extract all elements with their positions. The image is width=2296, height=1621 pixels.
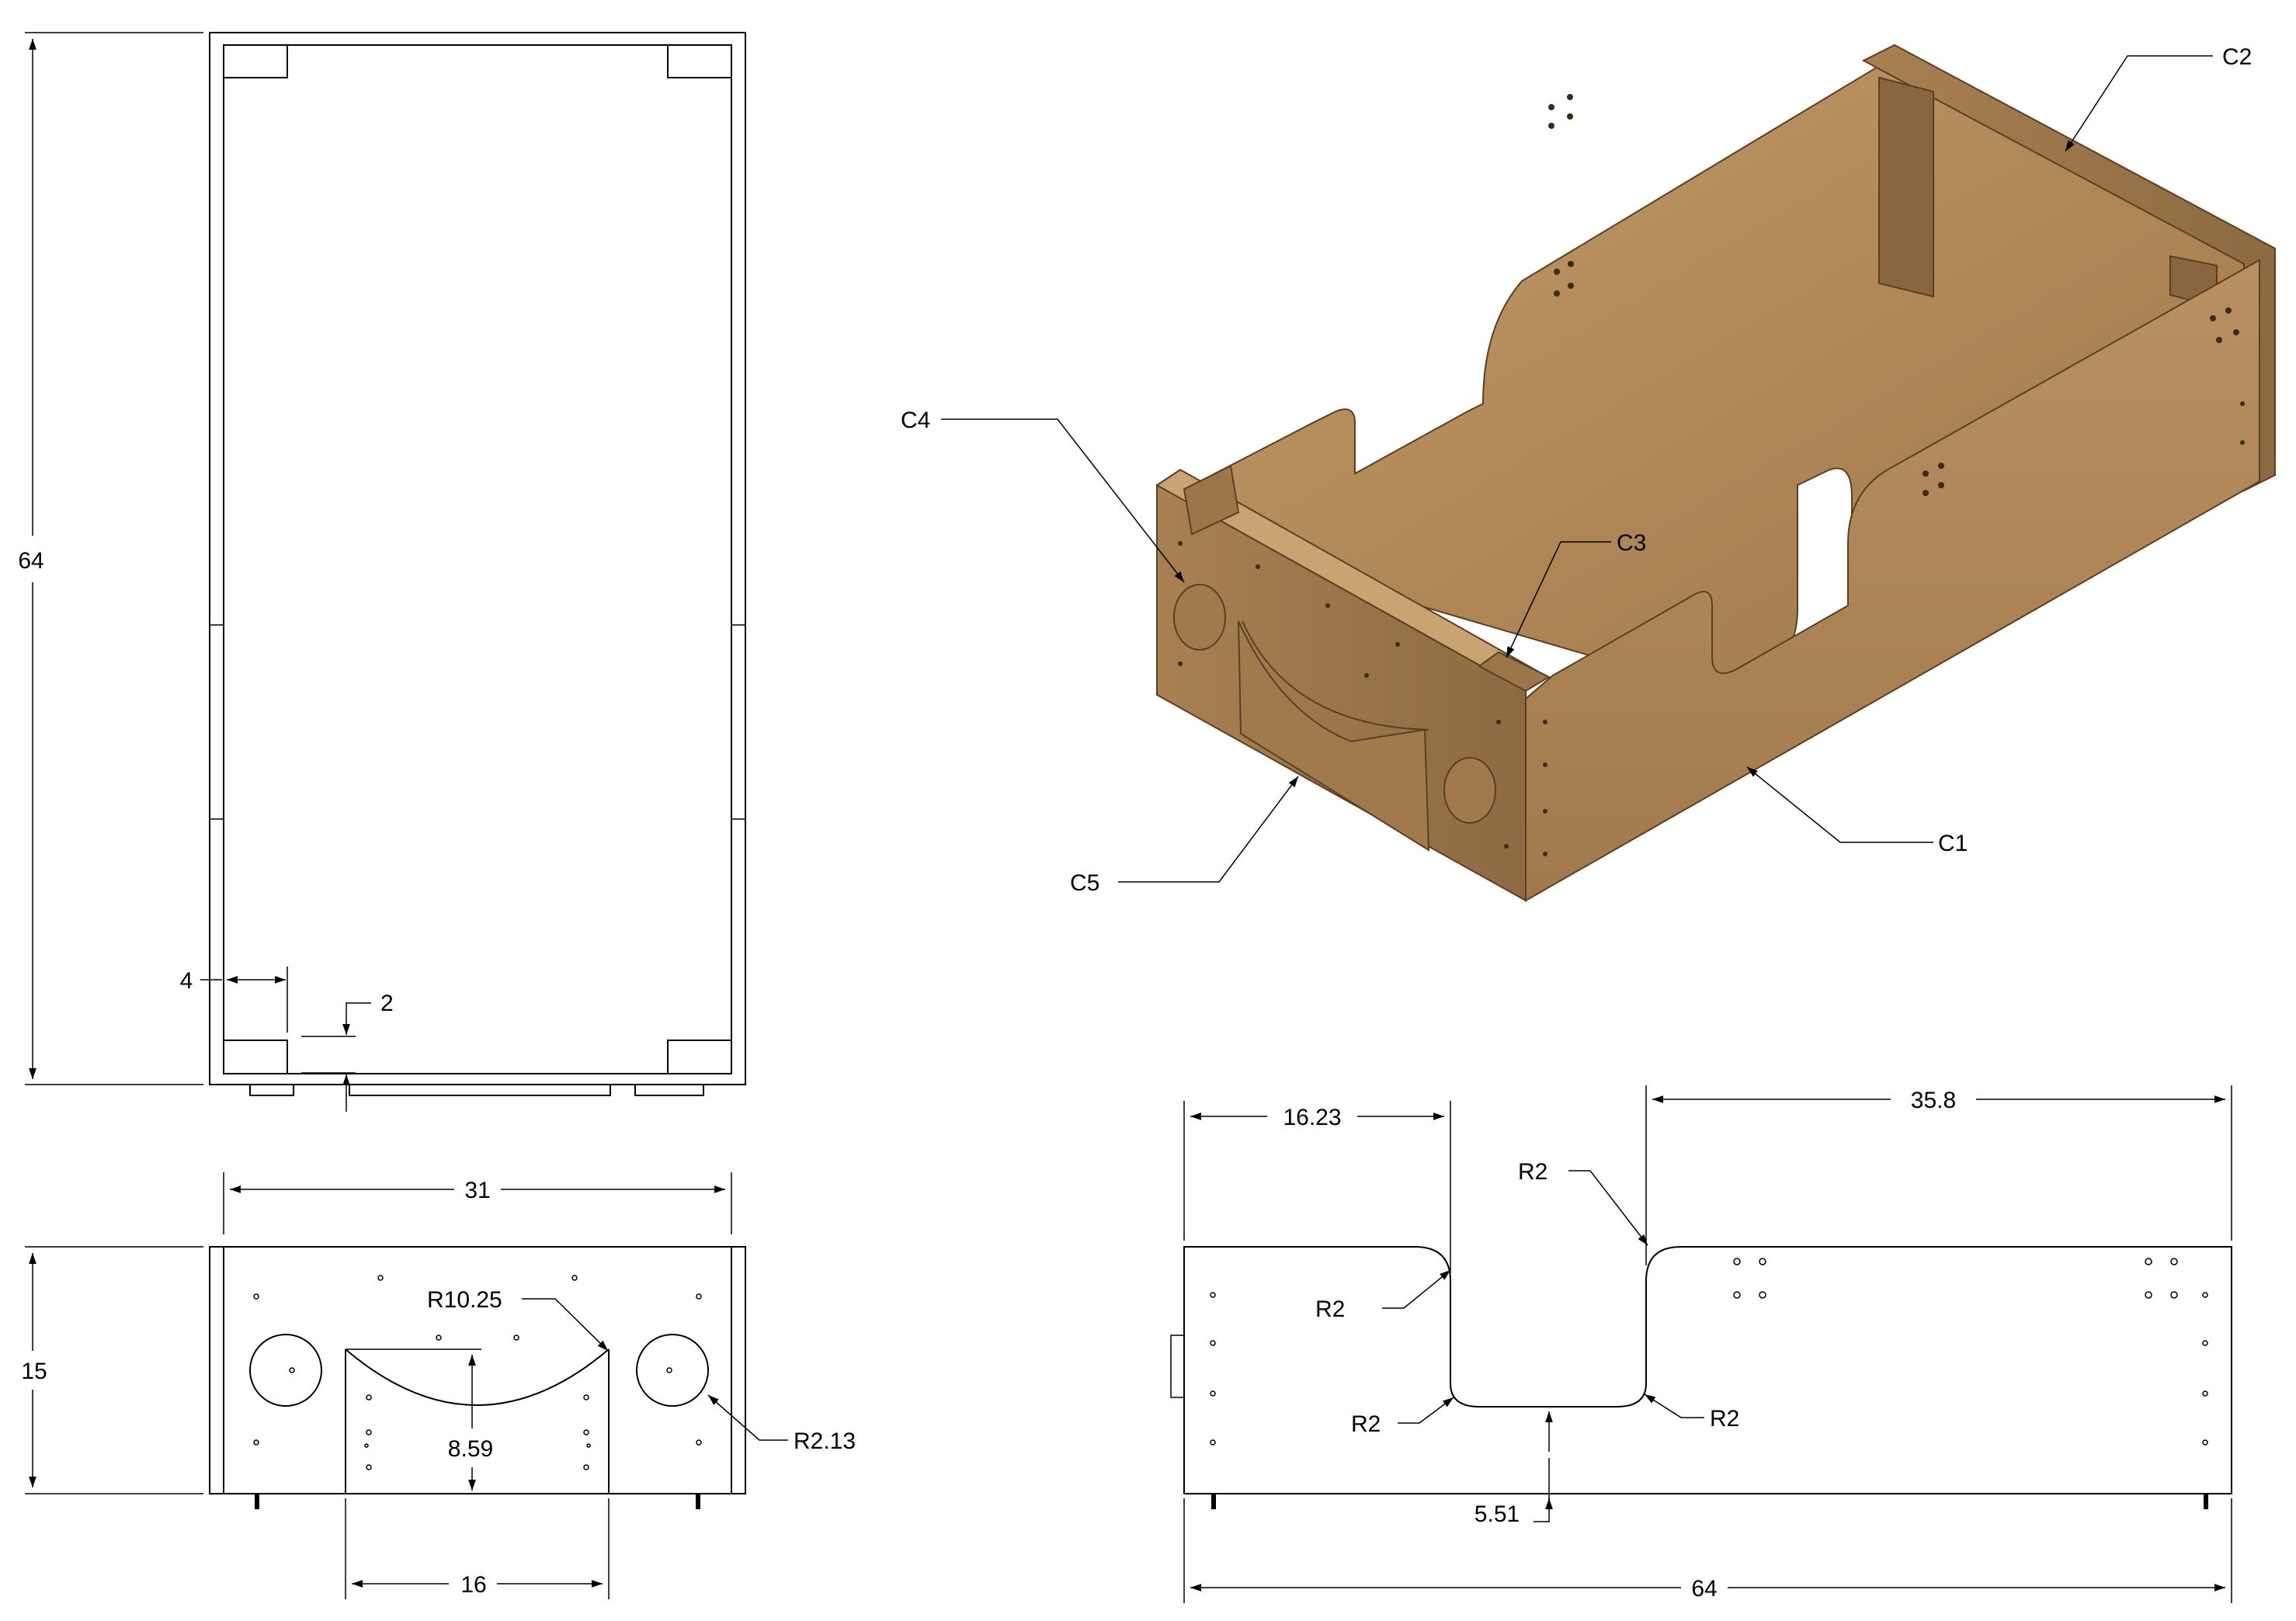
corner-block	[223, 1040, 288, 1074]
corner-post	[1878, 76, 1934, 298]
right-offset-label: 35.8	[1911, 1088, 1956, 1113]
callout-c5: C5	[1070, 870, 1099, 896]
side-block	[1170, 1335, 1185, 1398]
notch-depth-label: 5.51	[1475, 1501, 1520, 1527]
round-hole	[1173, 584, 1226, 651]
top-view-inner-outline	[223, 44, 732, 1074]
front-view: 31 15 R10.25 8.59 R2.13 16	[21, 1172, 856, 1599]
cutout-width-label: 16	[460, 1572, 486, 1598]
overall-length-label: 64	[1691, 1576, 1717, 1602]
top-view: 64 4 2	[18, 32, 746, 1112]
top-view-outline	[209, 32, 746, 1085]
front-width-dim: 31	[464, 1178, 490, 1203]
fillet-radius-label: R2	[1518, 1159, 1547, 1185]
fillet-radius-label: R2	[1315, 1296, 1345, 1322]
front-height-dim: 15	[21, 1359, 47, 1384]
arc-plate	[1238, 620, 1430, 852]
top-height-dim: 64	[18, 548, 43, 574]
callout-c2: C2	[2222, 44, 2252, 70]
callout-c4: C4	[901, 408, 930, 433]
corner-block	[667, 1040, 732, 1074]
front-panel	[1525, 259, 2260, 902]
front-view-outline	[209, 1246, 746, 1494]
foot	[634, 1084, 704, 1096]
callout-c1: C1	[1938, 831, 1968, 856]
callout-c3: C3	[1617, 530, 1646, 556]
left-offset-label: 16.23	[1283, 1105, 1341, 1130]
foot	[255, 1494, 259, 1509]
fillet-radius-label: R2	[1351, 1411, 1381, 1437]
gap-dim: 2	[380, 991, 394, 1016]
foot	[249, 1084, 294, 1096]
isometric-view: C2 C4 C3 C1 C5	[901, 43, 2276, 902]
side-view: 16.23 35.8 R2 R2 R2 R2 5.51 64	[1170, 1085, 2232, 1603]
arc-depth-label: 8.59	[448, 1436, 493, 1462]
foot	[1211, 1494, 1216, 1509]
right-end-panel	[1861, 43, 2276, 492]
leg-offset-dim: 4	[180, 968, 193, 994]
foot-rail	[349, 1084, 611, 1096]
round-hole	[249, 1334, 322, 1407]
fillet-radius-label: R2	[1710, 1406, 1739, 1432]
round-hole	[1443, 757, 1496, 824]
side-view-outline	[1183, 1246, 2232, 1494]
arc-cutout	[345, 1349, 610, 1406]
arc-radius-label: R10.25	[427, 1287, 502, 1313]
hole-radius-label: R2.13	[794, 1428, 856, 1454]
corner-block	[223, 44, 288, 78]
corner-block	[667, 44, 732, 78]
round-hole	[636, 1334, 709, 1407]
foot	[696, 1494, 700, 1509]
foot	[2204, 1494, 2208, 1509]
